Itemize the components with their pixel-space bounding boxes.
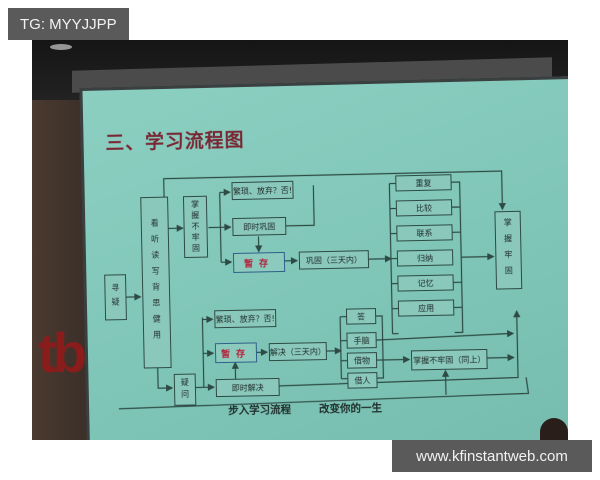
- watermark-top-left: TG: MYYJJPP: [8, 8, 129, 40]
- node-review-connect: 联系: [396, 224, 453, 242]
- audience-head: [540, 418, 568, 440]
- projector-photo: tb 三、学习流程图: [32, 40, 568, 440]
- node-review-compare: 比较: [395, 199, 453, 217]
- node-help-answer: 答: [345, 308, 377, 325]
- footer-left: 步入学习流程: [228, 403, 292, 417]
- node-help-people: 借人: [347, 372, 378, 389]
- node-hold-top: 暂存: [232, 251, 286, 273]
- node-solve-3days: 解决（三天内）: [268, 342, 327, 362]
- node-doubt: 疑问: [173, 373, 197, 406]
- node-methods: 看听读写背思健用: [140, 196, 172, 369]
- node-review-apply: 应用: [397, 299, 455, 317]
- node-resolve-now: 即时解决: [215, 377, 280, 398]
- slide: 三、学习流程图: [82, 79, 568, 440]
- node-consolidate-3days: 巩固（三天内）: [298, 250, 370, 270]
- node-give-up-bottom: 繁琐、放弃？否!: [214, 309, 277, 329]
- footer-right: 改变你的一生: [318, 402, 383, 416]
- node-consolidate-now: 即时巩固: [232, 216, 287, 237]
- node-mastered: 掌握牢固: [494, 210, 523, 290]
- node-not-mastered: 掌握不牢固: [182, 195, 209, 259]
- node-review-repeat: 重复: [395, 174, 452, 192]
- node-review-summarize: 归纳: [396, 249, 454, 267]
- node-give-up-top: 繁琐、放弃？否!: [231, 180, 294, 201]
- node-help-hands-brain: 手脑: [346, 332, 377, 349]
- projection-screen: 三、学习流程图: [79, 76, 568, 440]
- node-not-mastered-same: 掌握不牢固（同上）: [410, 348, 488, 371]
- flowchart-connectors: [82, 79, 568, 440]
- node-help-objects: 借物: [346, 352, 378, 369]
- node-hold-bottom: 暂存: [214, 342, 258, 364]
- watermark-bottom-right: www.kfinstantweb.com: [392, 440, 592, 472]
- node-review-memorize: 记忆: [397, 274, 454, 292]
- ceiling-light: [50, 44, 72, 50]
- wall-logo: tb: [38, 321, 87, 384]
- node-start: 寻疑: [104, 274, 127, 321]
